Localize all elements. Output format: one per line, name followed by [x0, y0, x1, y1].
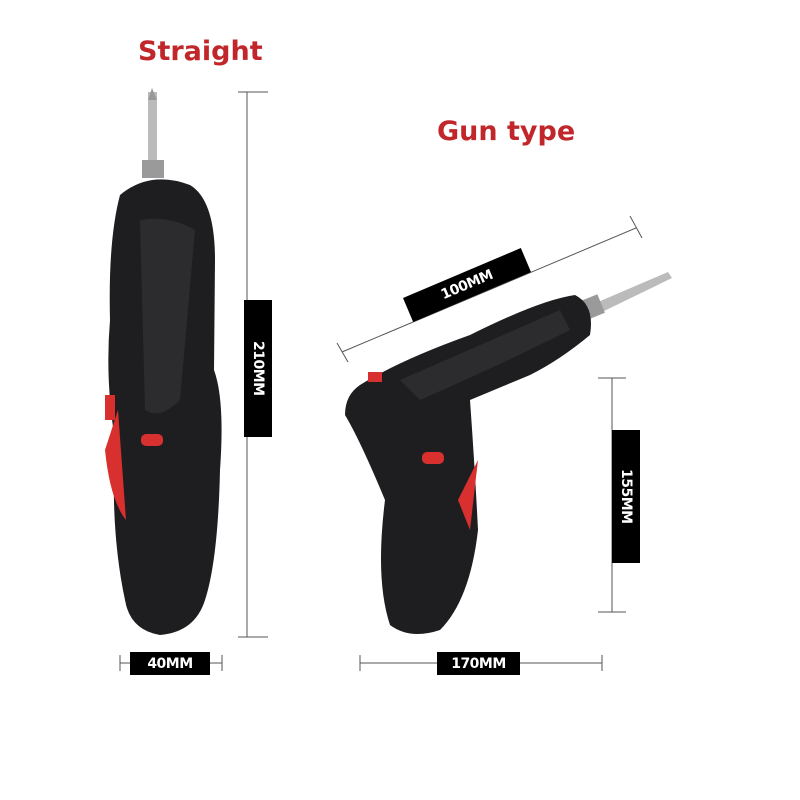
gun-width-label: 170MM — [437, 652, 520, 675]
gun-screwdriver-image — [345, 272, 672, 634]
straight-height-label: 210MM — [244, 300, 272, 437]
straight-screwdriver-image — [105, 88, 222, 635]
gun-height-label: 155MM — [612, 430, 640, 563]
gun-length-line — [341, 227, 637, 353]
straight-title: Straight — [138, 36, 263, 67]
dimension-lines — [119, 91, 643, 671]
gun-type-title: Gun type — [437, 116, 576, 147]
straight-width-label: 40MM — [130, 652, 210, 675]
